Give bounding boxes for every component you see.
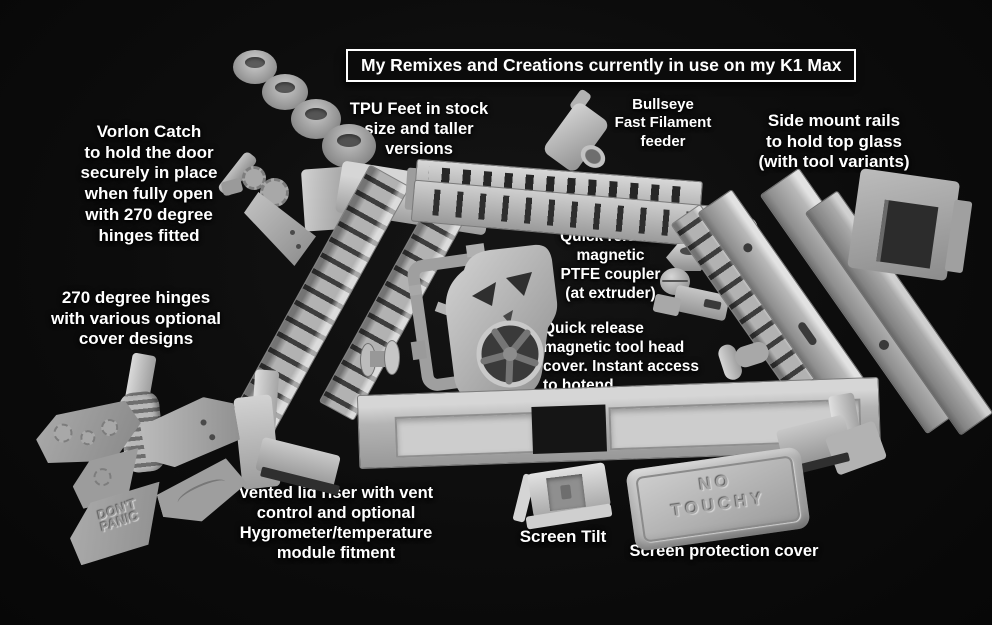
bullseye-feeder-part [541,88,622,182]
label-270-hinges: 270 degree hinges with various optional … [50,288,221,349]
knob-stem [732,339,772,370]
label-vented-lid-riser: Vented lid riser with vent control and o… [238,484,434,563]
embossed-dragon [175,474,229,510]
tilt-screen [546,473,586,512]
hinge-covers-part: DON'T PANIC [30,350,235,565]
coupler-slot [703,298,722,311]
tilt-logo [560,484,572,500]
title-banner: My Remixes and Creations currently in us… [346,49,857,82]
plate-hole [200,419,207,426]
pulley-flange [384,340,400,375]
label-bullseye-feeder: Bullseye Fast Filament feeder [614,96,712,150]
embossed-gear [92,466,113,487]
rail-hole [741,241,755,255]
tpu-foot-hole [337,134,361,147]
rail-recessed-panel-left [394,411,536,458]
embossed-gear [100,418,119,437]
screen-tilt-part [512,462,614,530]
tool-head-cover-part [407,243,558,401]
fan-hub [503,347,517,361]
label-vorlon-catch: Vorlon Catch to hold the door securely i… [80,122,218,245]
glass-tool-bracket-part [844,168,982,306]
tpu-foot-hole [305,108,327,120]
label-side-mount-rails: Side mount rails to hold top glass (with… [758,111,910,172]
screen-protection-part: NO TOUCHY [625,446,811,552]
tpu-foot-hole [275,82,295,93]
rail-hole [877,337,891,352]
tpu-foot-hole [245,57,265,68]
vorlon-hole [290,230,295,235]
vorlon-hole [296,244,301,249]
face-nose [503,310,513,324]
label-screen-tilt: Screen Tilt [519,527,607,546]
dont-panic-embossed-text: DON'T PANIC [96,495,140,536]
face-eye-left [472,282,496,306]
face-eye-right [506,272,532,296]
rail-window [531,404,607,455]
pulley-part [360,338,400,378]
embossed-gear [52,422,73,443]
plate-hole [209,434,216,441]
cover-body: NO TOUCHY [625,446,811,552]
bracket-body [847,168,961,282]
coupler-seam [662,280,688,282]
lid-corner-left-part [230,368,341,496]
label-tpu-feet: TPU Feet in stock size and taller versio… [349,100,489,159]
bracket-opening [876,199,939,269]
embossed-gear [79,429,96,446]
rail-slot [796,320,819,347]
